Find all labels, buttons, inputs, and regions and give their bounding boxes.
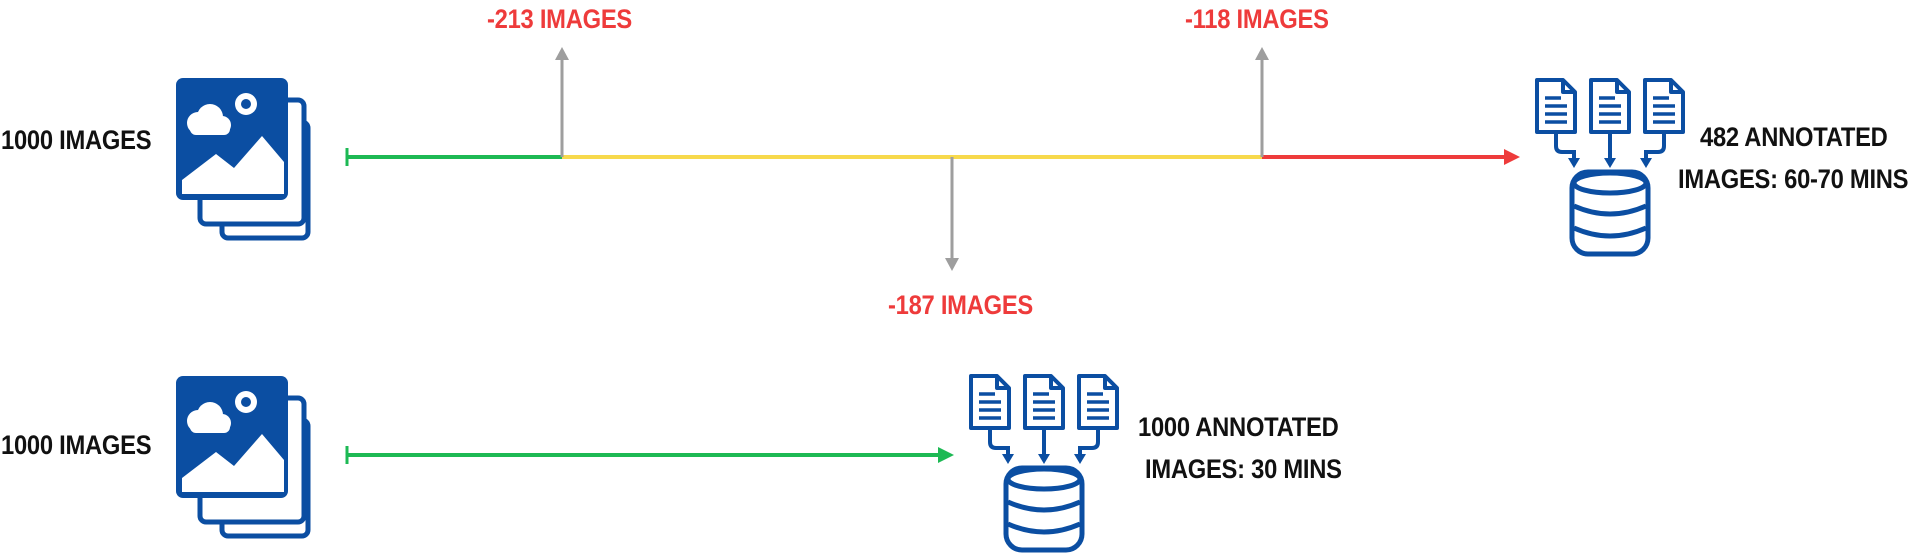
loss-label-3: -118 IMAGES	[1185, 4, 1329, 34]
image-stack-icon	[176, 376, 308, 536]
annotated-database-icon	[971, 376, 1117, 550]
result-label-row2-line2: IMAGES: 30 MINS	[1145, 454, 1342, 484]
pipeline-line-row2	[345, 446, 954, 464]
source-label-row1: 1000 IMAGES	[1, 125, 152, 155]
loss-arrow-2	[945, 157, 959, 271]
annotated-database-icon	[1537, 80, 1683, 254]
loss-label-2: -187 IMAGES	[888, 290, 1033, 320]
result-label-row2-line1: 1000 ANNOTATED	[1138, 412, 1339, 442]
image-stack-icon	[176, 78, 308, 238]
source-label-row2: 1000 IMAGES	[1, 430, 152, 460]
result-label-row1-line1: 482 ANNOTATED	[1700, 122, 1888, 152]
loss-label-1: -213 IMAGES	[487, 4, 632, 34]
loss-arrow-3	[1255, 47, 1269, 157]
result-label-row1-line2: IMAGES: 60-70 MINS	[1678, 164, 1909, 194]
loss-arrow-1	[555, 47, 569, 157]
pipeline-line-row1	[345, 148, 1520, 166]
